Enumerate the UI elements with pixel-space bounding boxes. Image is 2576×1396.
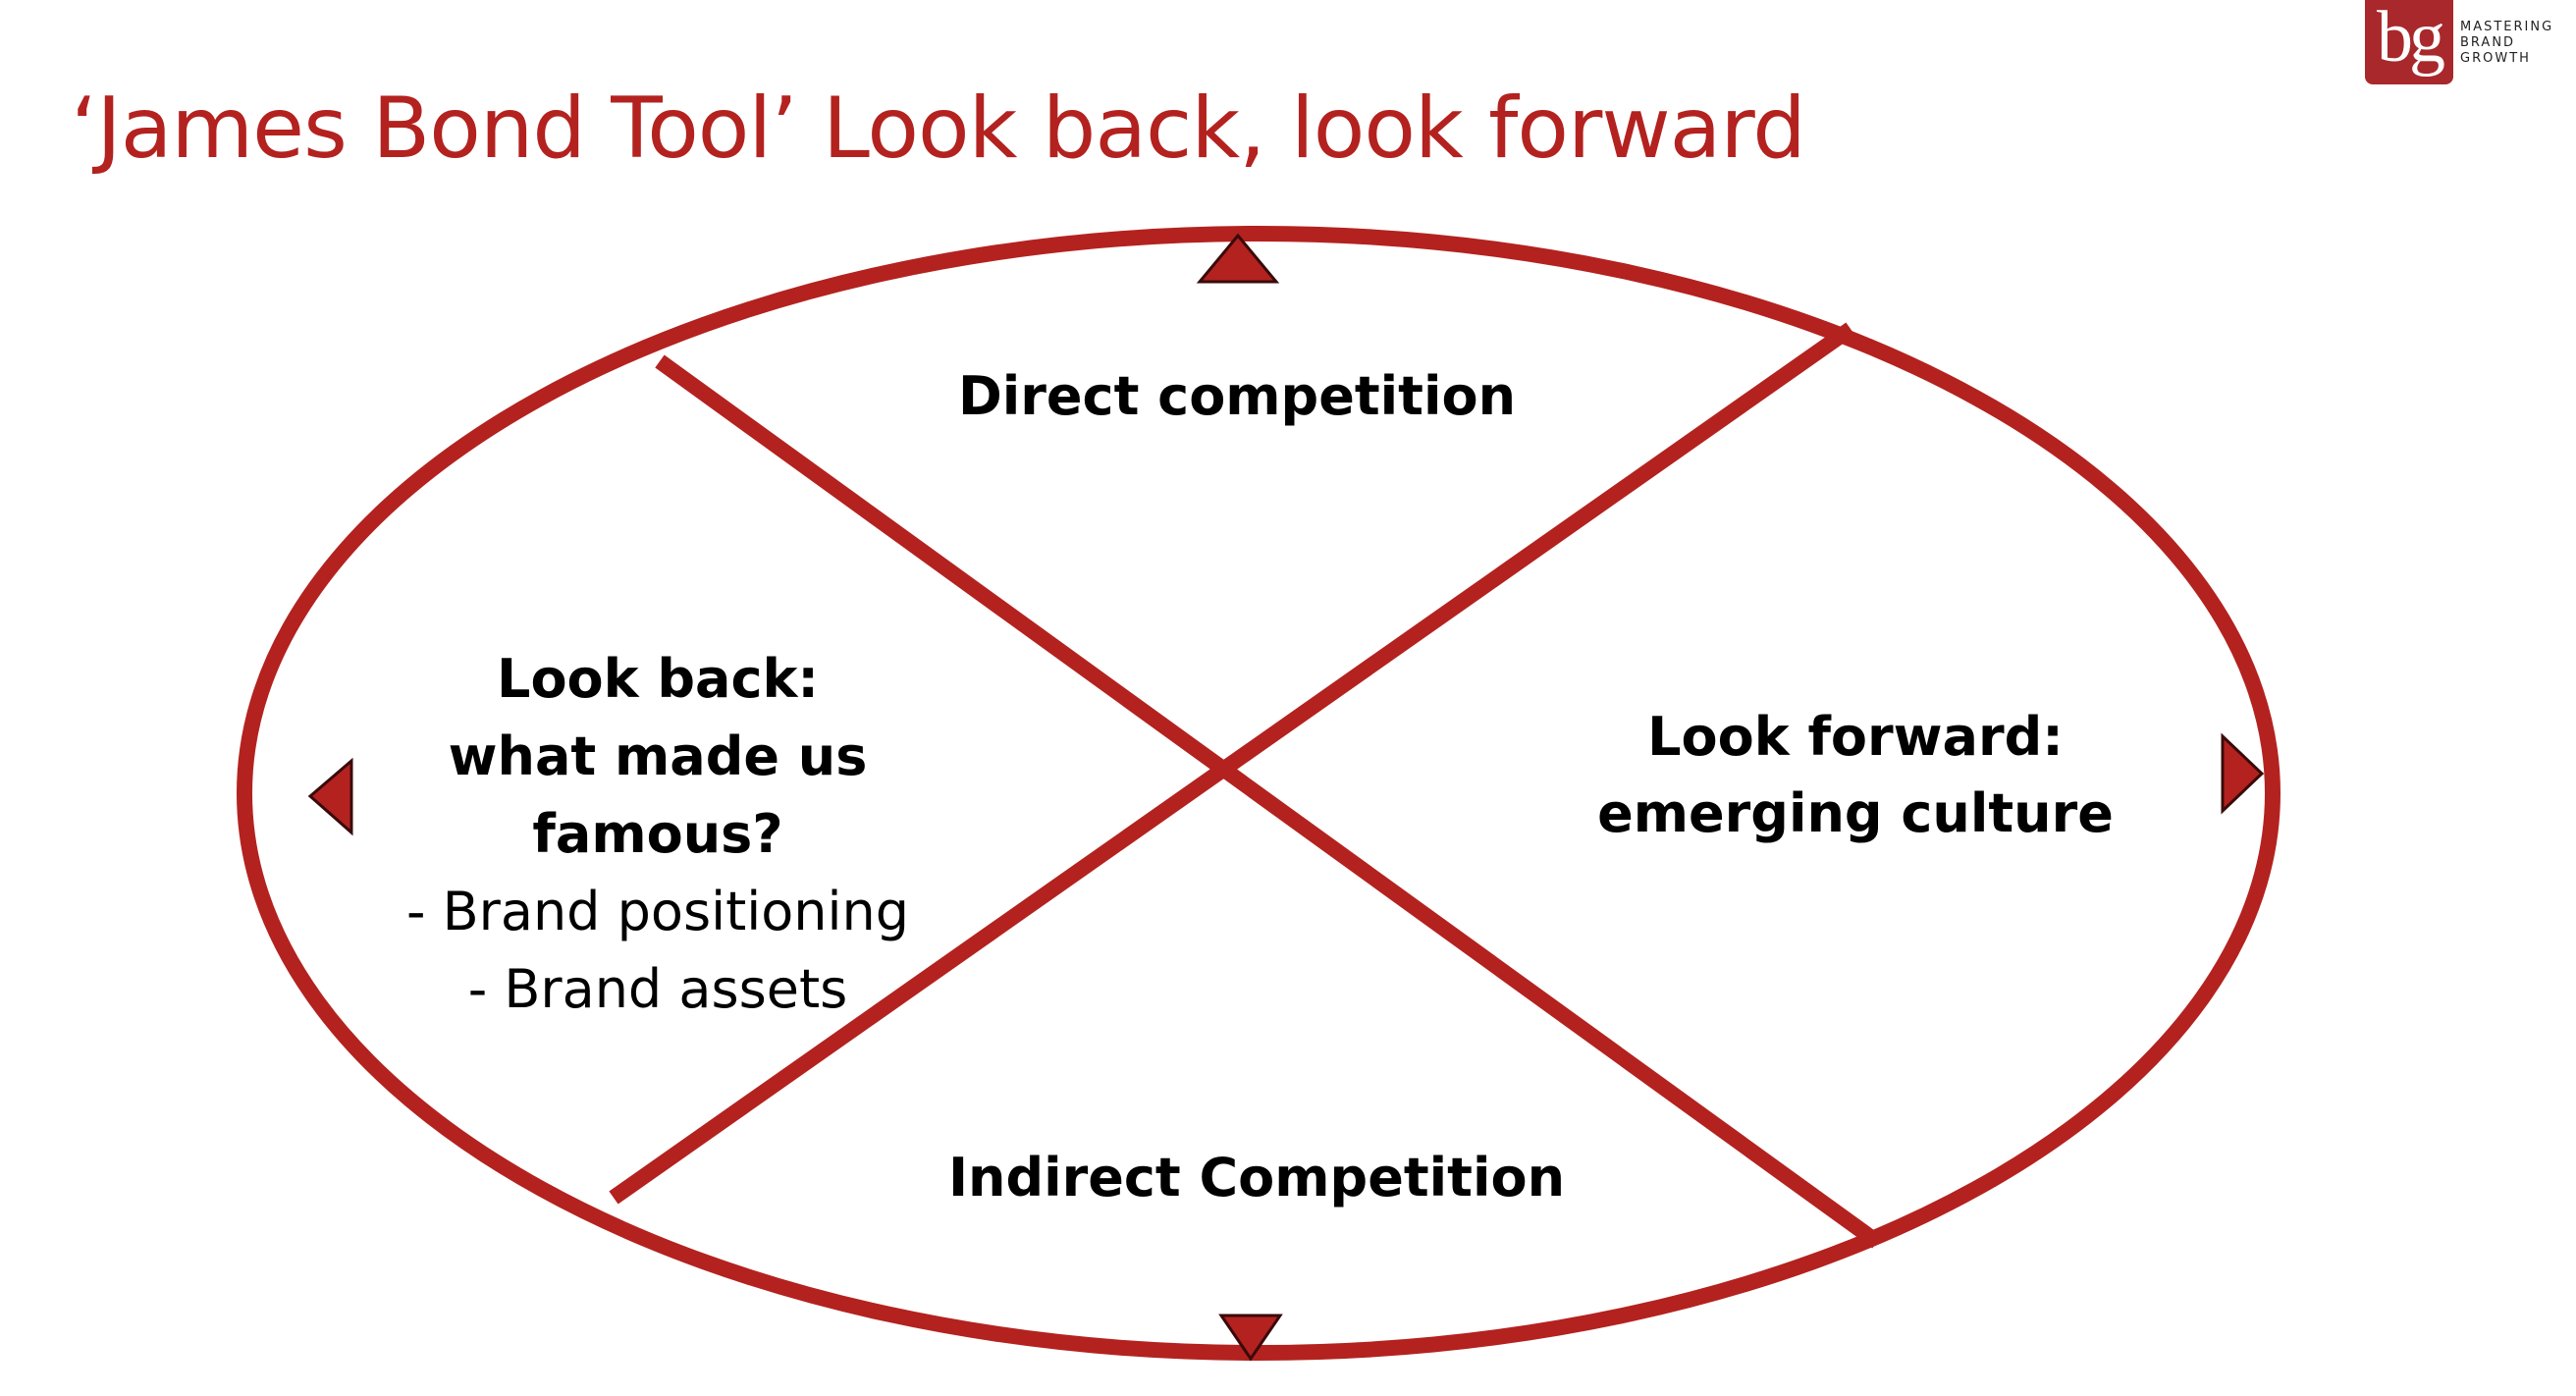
label-look-back-line: Look back: xyxy=(497,648,819,710)
label-look-back-bullet: - Brand positioning xyxy=(405,881,910,942)
label-look-back-bullet: - Brand assets xyxy=(467,958,848,1020)
label-direct-competition: Direct competition xyxy=(957,365,1517,427)
arrow-right-icon xyxy=(2221,732,2265,815)
outer-ellipse xyxy=(237,226,2281,1361)
label-look-forward-line: Look forward: xyxy=(1647,706,2064,768)
arrow-left-icon xyxy=(307,757,353,836)
diagonal-line-right-to-left xyxy=(609,322,1855,1205)
logo-text-line: GROWTH xyxy=(2460,51,2531,66)
label-indirect-competition: Indirect Competition xyxy=(947,1147,1566,1208)
logo: bg xyxy=(2365,0,2453,84)
label-look-back-line: famous? xyxy=(532,803,783,865)
logo-text: MASTERING BRAND GROWTH xyxy=(2460,20,2553,67)
label-look-back: Look back: what made us famous? - Brand … xyxy=(304,640,1011,1028)
label-look-forward: Look forward: emerging culture xyxy=(1502,699,2209,852)
slide-title: ‘James Bond Tool’ Look back, look forwar… xyxy=(71,80,1806,178)
arrow-up-icon xyxy=(1196,233,1280,284)
label-look-forward-line: emerging culture xyxy=(1597,782,2114,844)
diagonal-line-left-to-right xyxy=(655,354,1882,1249)
logo-mark: bg xyxy=(2377,0,2445,78)
logo-text-line: BRAND xyxy=(2460,35,2516,50)
logo-text-line: MASTERING xyxy=(2460,20,2554,34)
arrow-down-icon xyxy=(1218,1314,1283,1362)
label-look-back-line: what made us xyxy=(448,725,868,787)
